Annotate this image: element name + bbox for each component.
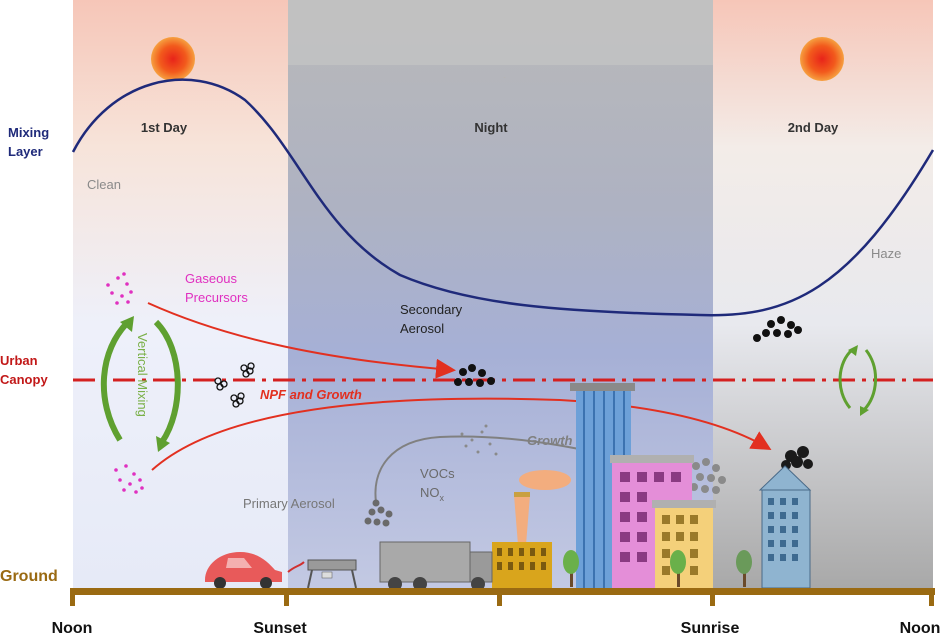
primary-aerosol-label: Primary Aerosol bbox=[243, 496, 335, 511]
period-label: 2nd Day bbox=[788, 120, 839, 135]
gaseous-precursors-label: Precursors bbox=[185, 290, 248, 305]
vocs-label: VOCs bbox=[420, 466, 455, 481]
time-label: Sunset bbox=[253, 620, 307, 636]
gaseous-precursors-label: Gaseous bbox=[185, 271, 238, 286]
npf-growth-label: NPF and Growth bbox=[260, 387, 362, 402]
vertical-mixing-label: Vertical Mixing bbox=[135, 333, 150, 417]
smoke-cloud bbox=[519, 470, 571, 490]
npf-growth-arrow bbox=[151, 397, 772, 471]
ground-tick bbox=[497, 588, 502, 606]
ground-bar bbox=[70, 588, 935, 595]
factory bbox=[492, 492, 552, 588]
ground-tick bbox=[710, 588, 715, 606]
car-icon bbox=[205, 552, 282, 589]
ground-tick bbox=[284, 588, 289, 606]
precursor-dots bbox=[114, 464, 144, 494]
tree-icon bbox=[563, 550, 579, 587]
growth-label: Growth bbox=[527, 433, 573, 448]
mixing-layer-label: Mixing bbox=[8, 125, 49, 140]
period-label: 1st Day bbox=[141, 120, 188, 135]
voc-gas-dots bbox=[460, 424, 498, 456]
secondary-aerosol-label: Secondary bbox=[400, 302, 463, 317]
urban-canopy-label: Urban bbox=[0, 353, 38, 368]
yellow-building bbox=[652, 500, 716, 588]
mixing-arrow-small bbox=[862, 349, 878, 412]
primary-aerosol-particles bbox=[364, 499, 393, 527]
nox-label: NOx bbox=[420, 485, 445, 503]
ground-label: Ground bbox=[0, 568, 58, 585]
urban-canopy-label: Canopy bbox=[0, 372, 48, 387]
clean-label: Clean bbox=[87, 177, 121, 192]
ground-tick bbox=[70, 588, 75, 606]
sun-icon bbox=[151, 37, 195, 81]
day2-panel bbox=[713, 0, 933, 590]
mixing-arrowhead-small bbox=[848, 345, 858, 356]
vertical-mixing-arrowhead bbox=[156, 436, 170, 452]
precursor-arrow bbox=[147, 302, 456, 379]
vertical-mixing-arrow bbox=[100, 319, 131, 442]
ground-tick bbox=[929, 588, 934, 606]
time-label: Noon bbox=[52, 620, 93, 636]
haze-label: Haze bbox=[871, 246, 901, 261]
mixing-arrow-small bbox=[838, 348, 854, 409]
secondary-aerosol-label: Aerosol bbox=[400, 321, 444, 336]
sun-icon bbox=[800, 37, 844, 81]
precursor-dots bbox=[106, 272, 133, 305]
black-aerosol-cluster bbox=[781, 446, 813, 470]
time-label: Sunrise bbox=[681, 620, 740, 636]
haze-building bbox=[758, 465, 812, 589]
vertical-mixing-arrow bbox=[153, 319, 181, 444]
mixing-layer-label: Layer bbox=[8, 144, 43, 159]
truck-icon bbox=[379, 541, 493, 591]
tree-icon bbox=[736, 550, 752, 587]
vertical-mixing-arrowhead bbox=[120, 316, 134, 332]
exhaust-puff bbox=[287, 561, 305, 573]
mixing-arrowhead-small bbox=[860, 406, 869, 416]
grey-aerosol-particles bbox=[690, 458, 726, 494]
grill-icon bbox=[307, 559, 357, 589]
haze-particles bbox=[753, 316, 802, 342]
time-label: Noon bbox=[900, 620, 941, 636]
secondary-aerosol-particles bbox=[454, 364, 495, 387]
period-label: Night bbox=[474, 120, 508, 135]
mixing-layer-curve bbox=[71, 78, 935, 317]
tree-icon bbox=[670, 550, 686, 587]
npf-clusters bbox=[214, 362, 255, 408]
night-upper-band bbox=[288, 0, 713, 65]
day1-panel bbox=[73, 0, 288, 590]
